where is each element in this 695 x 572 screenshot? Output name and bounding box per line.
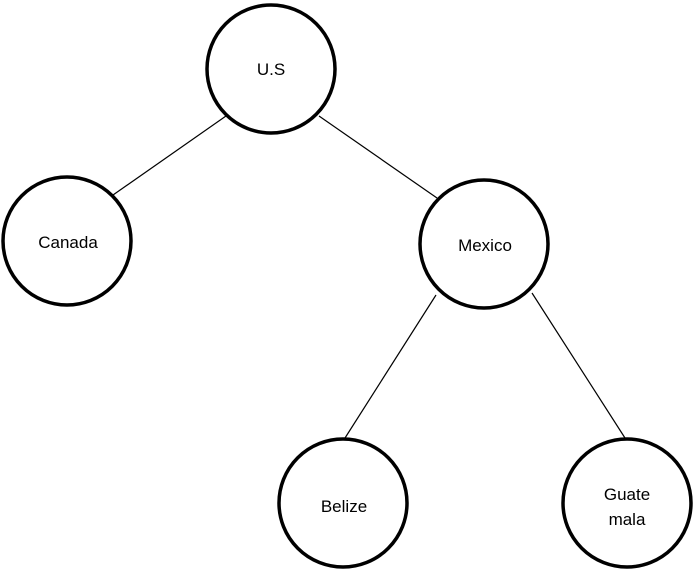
node-belize-label: Belize <box>321 497 367 516</box>
node-mexico: Mexico <box>418 178 550 310</box>
node-canada-circle <box>1 175 133 307</box>
node-guatemala: Guate mala <box>561 437 693 569</box>
edge-us-canada <box>112 115 227 196</box>
edge-mexico-guatemala <box>531 292 626 439</box>
edge-mexico-belize <box>344 294 437 439</box>
node-canada: Canada <box>1 175 133 307</box>
node-mexico-label: Mexico <box>458 236 512 255</box>
node-us-label: U.S <box>257 60 285 79</box>
node-belize: Belize <box>277 437 409 569</box>
node-us-circle <box>205 3 337 135</box>
edge-us-mexico <box>318 115 438 199</box>
node-canada-label: Canada <box>38 233 98 252</box>
node-guatemala-label-line-2: mala <box>609 510 646 529</box>
node-belize-circle <box>277 437 409 569</box>
node-us: U.S <box>205 3 337 135</box>
node-mexico-circle <box>418 178 550 310</box>
node-guatemala-label-line-1: Guate <box>604 485 650 504</box>
node-guatemala-circle <box>561 437 693 569</box>
